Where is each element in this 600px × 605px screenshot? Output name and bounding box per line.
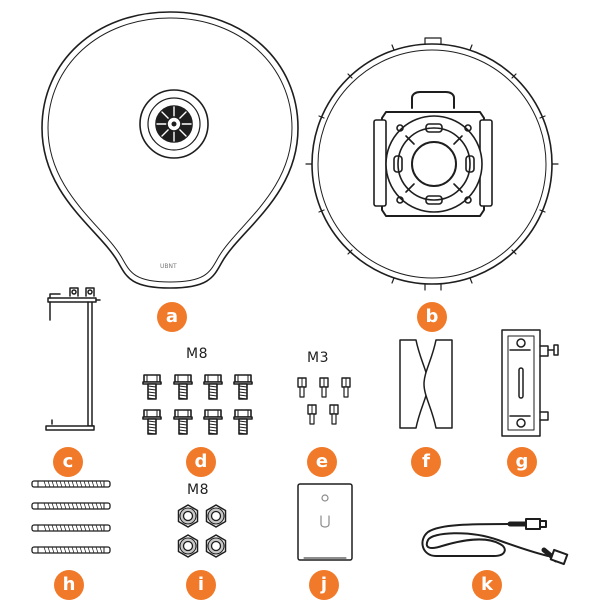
threaded-rod	[31, 480, 111, 488]
antenna-dish-back	[305, 37, 559, 291]
m8-bolt	[173, 374, 193, 400]
nut-size-label: M8	[187, 482, 209, 498]
m8-bolt	[233, 374, 253, 400]
ethernet-cable	[421, 518, 569, 566]
label-badge-b: b	[417, 302, 447, 332]
m3-screw	[307, 404, 317, 425]
m8-bolt	[203, 409, 223, 435]
threaded-rod	[31, 524, 111, 532]
pole-mount-bracket	[45, 287, 101, 431]
m3-screw	[329, 404, 339, 425]
m8-bolt	[203, 374, 223, 400]
label-badge-h: h	[54, 570, 84, 600]
m8-nuts	[177, 504, 227, 558]
label-badge-k: k	[472, 570, 502, 600]
m8-nut	[205, 534, 227, 558]
m3-screw	[297, 377, 307, 398]
mounting-shims	[399, 339, 453, 429]
label-badge-j: j	[309, 570, 339, 600]
m8-nut	[177, 534, 199, 558]
label-badge-e: e	[307, 447, 337, 477]
threaded-rods	[31, 480, 111, 554]
radio-module	[139, 89, 209, 159]
label-badge-f: f	[411, 447, 441, 477]
ubiquiti-logo-icon	[320, 494, 330, 528]
m8-bolts	[142, 374, 253, 435]
mount-bracket-plate	[373, 91, 493, 217]
antenna-dish-front	[41, 11, 299, 289]
m8-bolt	[233, 409, 253, 435]
label-badge-g: g	[507, 447, 537, 477]
screw-size-label: M3	[307, 350, 329, 366]
m8-bolt	[173, 409, 193, 435]
m8-nut	[205, 504, 227, 528]
label-badge-c: c	[53, 447, 83, 477]
m8-bolt	[142, 409, 162, 435]
m8-nut	[177, 504, 199, 528]
clamp-bracket	[501, 329, 559, 437]
threaded-rod	[31, 502, 111, 510]
m8-bolt	[142, 374, 162, 400]
label-badge-i: i	[186, 570, 216, 600]
poe-adapter	[297, 483, 353, 561]
m3-screws	[297, 377, 351, 425]
threaded-rod	[31, 546, 111, 554]
m3-screw	[341, 377, 351, 398]
antenna-logo-text: UBNT	[160, 263, 177, 270]
label-badge-d: d	[186, 447, 216, 477]
m3-screw	[319, 377, 329, 398]
label-badge-a: a	[157, 302, 187, 332]
bolt-size-label: M8	[186, 346, 208, 362]
